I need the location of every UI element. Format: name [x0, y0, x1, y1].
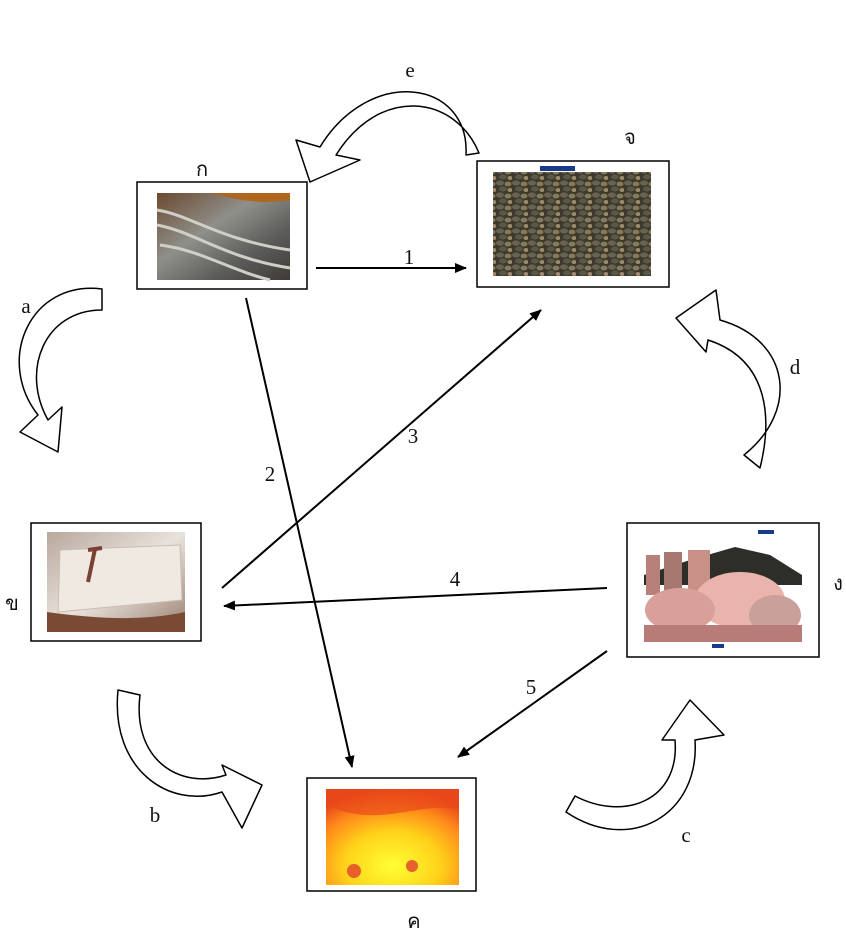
- sedimentary-rock-image: [157, 193, 290, 280]
- cycle-label-e: e: [405, 58, 414, 82]
- arrow-2: [245, 297, 355, 768]
- arrow-3-label: 3: [408, 424, 419, 448]
- cycle-label-b: b: [150, 803, 161, 827]
- arrow-5-label: 5: [526, 675, 537, 699]
- node-kor-label: ก: [196, 157, 208, 181]
- cycle-arrow-b: [116, 689, 263, 829]
- arrow-1-label: 1: [404, 245, 415, 269]
- cycle-arrow-a: [18, 287, 103, 453]
- gravel-image: [493, 172, 651, 276]
- node-ngor-box: [626, 522, 820, 658]
- node-khor-bottom-label: ค: [407, 909, 420, 933]
- arrow-4: [223, 587, 608, 611]
- cycle-arrow-d: [675, 289, 781, 469]
- node-kor-box: [136, 181, 308, 290]
- cycle-arrow-c: [565, 699, 725, 831]
- cycle-label-c: c: [681, 823, 690, 847]
- node-khor-bottom-box: [306, 777, 477, 892]
- node-jor-label: จ: [624, 125, 636, 149]
- cycle-arrow-e: [295, 91, 480, 183]
- arrow-3: [221, 309, 542, 589]
- node-khor-box: [30, 522, 202, 642]
- arrow-4-label: 4: [450, 567, 461, 591]
- node-khor-label: ข: [5, 591, 19, 615]
- cycle-label-a: a: [21, 294, 31, 318]
- node-ngor-label: ง: [833, 571, 843, 595]
- node-jor-box: [476, 160, 670, 288]
- cycle-label-d: d: [790, 355, 801, 379]
- arrow-5: [457, 650, 608, 758]
- arrow-2-label: 2: [265, 462, 276, 486]
